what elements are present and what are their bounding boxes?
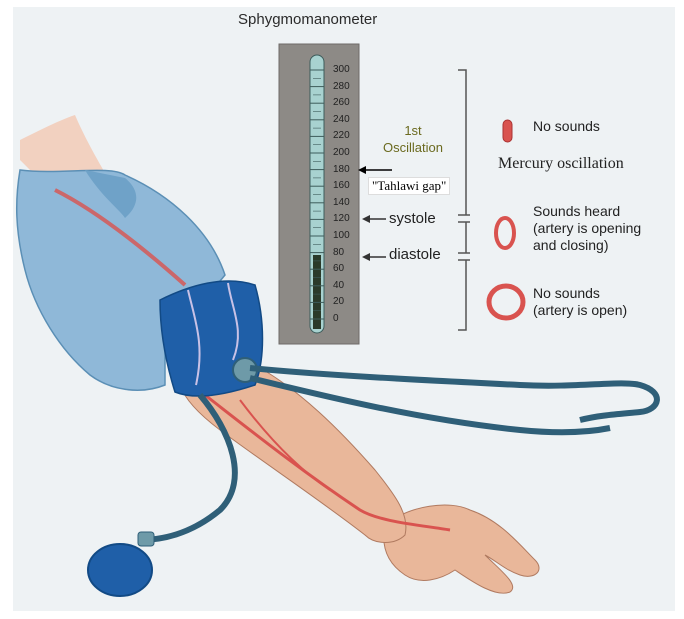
diastole-arrowhead xyxy=(362,253,370,261)
scale-label: 120 xyxy=(333,213,350,224)
scale-label: 140 xyxy=(333,197,350,208)
mercury-column xyxy=(313,255,321,329)
scale-label: 220 xyxy=(333,130,350,141)
scale-label: 240 xyxy=(333,114,350,125)
open-artery-icon xyxy=(489,286,523,318)
tahlawi-gap-label: "Tahlawi gap" xyxy=(368,177,450,195)
closed-artery-icon xyxy=(503,120,512,142)
no-sounds-open-label: No sounds (artery is open) xyxy=(533,285,627,319)
diastole-label: diastole xyxy=(389,246,441,263)
scale-label: 80 xyxy=(333,247,344,258)
scale-label: 60 xyxy=(333,263,344,274)
scale-label: 0 xyxy=(333,313,339,324)
scale-label: 280 xyxy=(333,81,350,92)
bulb-valve xyxy=(138,532,154,546)
sounds-heard-label: Sounds heard (artery is opening and clos… xyxy=(533,203,641,254)
systole-label: systole xyxy=(389,210,436,227)
first-oscillation-label: 1st Oscillation xyxy=(378,122,448,156)
opening-artery-icon xyxy=(496,218,514,248)
inflation-bulb xyxy=(88,544,152,596)
scale-label: 20 xyxy=(333,296,344,307)
systole-arrowhead xyxy=(362,215,370,223)
scale-label: 100 xyxy=(333,230,350,241)
scale-label: 200 xyxy=(333,147,350,158)
scale-label: 180 xyxy=(333,164,350,175)
scale-label: 300 xyxy=(333,64,350,75)
bracket xyxy=(458,70,470,330)
scale-label: 260 xyxy=(333,97,350,108)
scale-label: 40 xyxy=(333,280,344,291)
no-sounds-label: No sounds xyxy=(533,118,600,134)
hand xyxy=(384,505,539,593)
gauge-title: Sphygmomanometer xyxy=(238,11,377,28)
scale-label: 160 xyxy=(333,180,350,191)
mercury-oscillation-label: Mercury oscillation xyxy=(498,155,624,173)
